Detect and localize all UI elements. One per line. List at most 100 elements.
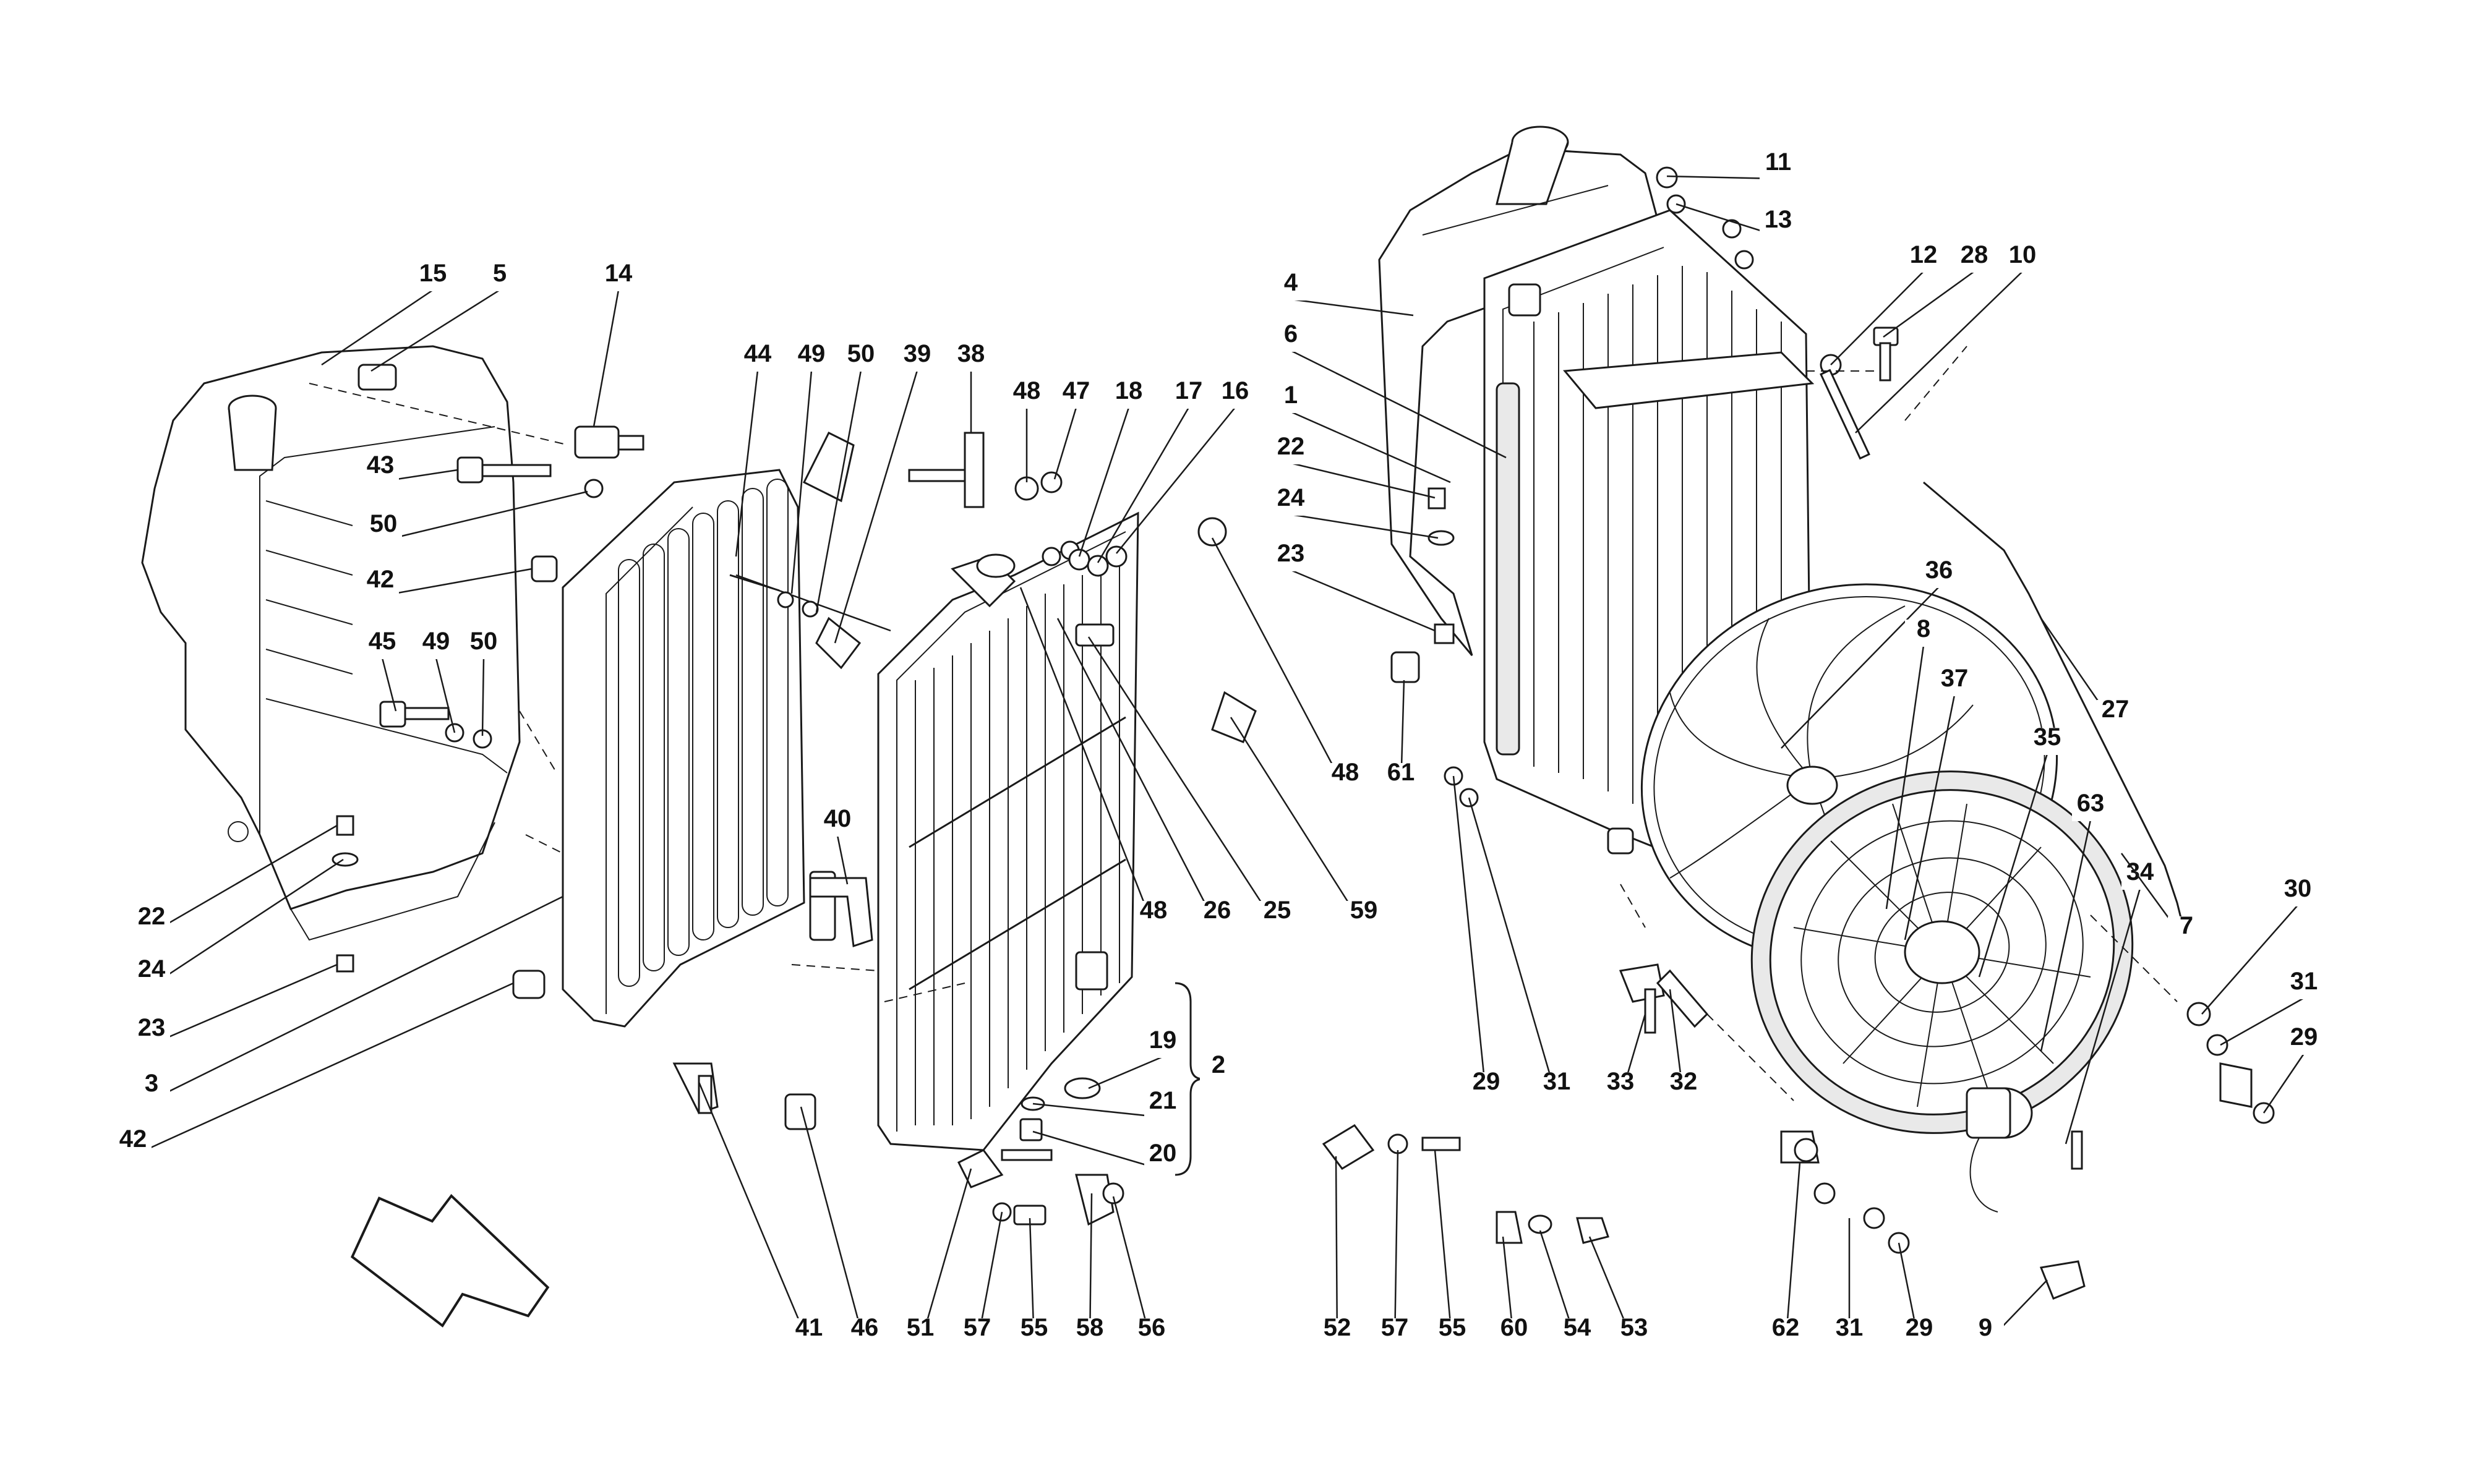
callout-label-bg: [952, 344, 990, 372]
callout-label-bg: [739, 344, 776, 372]
callout-number: 50: [847, 340, 875, 367]
leader-line: [790, 370, 813, 594]
callout-number: 49: [798, 340, 826, 367]
callout-label-bg: [1468, 1072, 1505, 1099]
callout-label-bg: [1272, 544, 1309, 571]
leader-line: [834, 370, 918, 644]
callout-label-bg: [1170, 382, 1207, 409]
right-radiator-fins: [1533, 266, 1782, 872]
radiator-fins: [915, 556, 1120, 1125]
leader-line: [481, 657, 485, 736]
callout-number: 1: [1284, 382, 1298, 409]
left-alignment-lines: [309, 383, 965, 1002]
callout-number: 31: [1836, 1314, 1864, 1341]
callout-number: 14: [605, 260, 633, 287]
callout-number: 19: [1149, 1026, 1177, 1054]
leader-line: [2040, 819, 2092, 1052]
leader-line: [1019, 587, 1155, 927]
callout-label-bg: [2097, 700, 2134, 727]
callout-label-bg: [1760, 210, 1797, 237]
callout-label-bg: [417, 632, 455, 659]
callout-label-bg: [1272, 325, 1309, 352]
callout-label-bg: [1905, 620, 1942, 647]
callout-label-bg: [1616, 1318, 1653, 1345]
callout-number: 18: [1115, 377, 1143, 404]
leader-line: [1088, 1055, 1163, 1090]
leader-line: [698, 1081, 810, 1345]
callout-number: 49: [422, 628, 450, 655]
callout-label-bg: [2285, 1028, 2322, 1055]
leader-line: [1290, 298, 1414, 317]
callout-label-bg: [1665, 1072, 1702, 1099]
callout-number: 25: [1264, 897, 1291, 924]
callout-number: 58: [1076, 1314, 1104, 1341]
callout-number: 51: [907, 1314, 935, 1341]
callout-label-bg: [842, 344, 880, 372]
leader-line: [383, 490, 588, 542]
callout-label-bg: [899, 344, 936, 372]
part-sensor-14: [574, 425, 620, 459]
callout-number: 41: [795, 1314, 823, 1341]
callout-label-bg: [1602, 1072, 1639, 1099]
callout-number: 60: [1500, 1314, 1528, 1341]
callout-number: 29: [1473, 1068, 1500, 1095]
leader-line: [1056, 618, 1218, 927]
leader-line: [1883, 270, 1975, 338]
leader-line: [1290, 513, 1439, 539]
leader-line: [2220, 997, 2305, 1046]
leader-line: [2201, 905, 2298, 1015]
right-small-parts: [1322, 166, 2275, 1300]
leader-line: [919, 1168, 972, 1345]
callout-label-bg: [133, 1074, 170, 1101]
leader-line: [380, 568, 533, 597]
callout-number: 48: [1013, 377, 1041, 404]
callout-number: 52: [1324, 1314, 1351, 1341]
callout-number: 43: [367, 451, 395, 479]
part-bolt-43: [456, 456, 484, 484]
callout-label-bg: [1496, 1318, 1533, 1345]
callout-number: 9: [1979, 1314, 1992, 1341]
leader-line: [1290, 569, 1436, 632]
callout-number: 30: [2284, 875, 2312, 902]
callout-number: 21: [1149, 1087, 1177, 1114]
callout-number: 50: [470, 628, 498, 655]
part-block-46: [784, 1093, 816, 1130]
left-small-parts: [332, 425, 1257, 1226]
callout-number: 2: [1212, 1051, 1225, 1078]
leader-line: [151, 858, 344, 987]
callout-number: 32: [1670, 1068, 1698, 1095]
leader-line: [836, 835, 849, 885]
leader-line: [1468, 797, 1558, 1099]
leader-line: [151, 963, 338, 1046]
leader-line: [1781, 586, 1940, 749]
callout-label-bg: [1345, 901, 1382, 928]
callout-number: 42: [367, 566, 395, 593]
callout-number: 6: [1284, 320, 1298, 348]
callout-number: 31: [1543, 1068, 1571, 1095]
callout-label-bg: [1272, 386, 1309, 413]
leader-line: [593, 289, 620, 427]
callout-number: 37: [1941, 665, 1969, 692]
callout-number: 57: [964, 1314, 991, 1341]
callout-number: 22: [1277, 433, 1305, 460]
callout-label-bg: [2072, 794, 2109, 821]
callout-label-bg: [114, 1130, 152, 1157]
callout-label-bg: [959, 1318, 996, 1345]
callout-number: 61: [1387, 759, 1415, 786]
leader-line: [370, 289, 500, 372]
callout-label-bg: [1538, 1072, 1575, 1099]
leader-line: [1335, 1156, 1338, 1345]
callout-label-bg: [1760, 153, 1797, 180]
callout-number: 27: [2102, 696, 2129, 723]
leader-line: [2065, 888, 2141, 1145]
callout-number: 8: [1917, 615, 1930, 642]
callout-label-bg: [362, 456, 399, 483]
callout-label-bg: [133, 1018, 170, 1046]
callout-number: 53: [1620, 1314, 1648, 1341]
callout-number: 29: [2290, 1023, 2318, 1051]
callout-label-bg: [2168, 916, 2205, 944]
cooler-tubes: [618, 479, 789, 987]
callout-number: 55: [1439, 1314, 1466, 1341]
leader-line: [1290, 349, 1507, 459]
callout-label-bg: [1016, 1318, 1053, 1345]
